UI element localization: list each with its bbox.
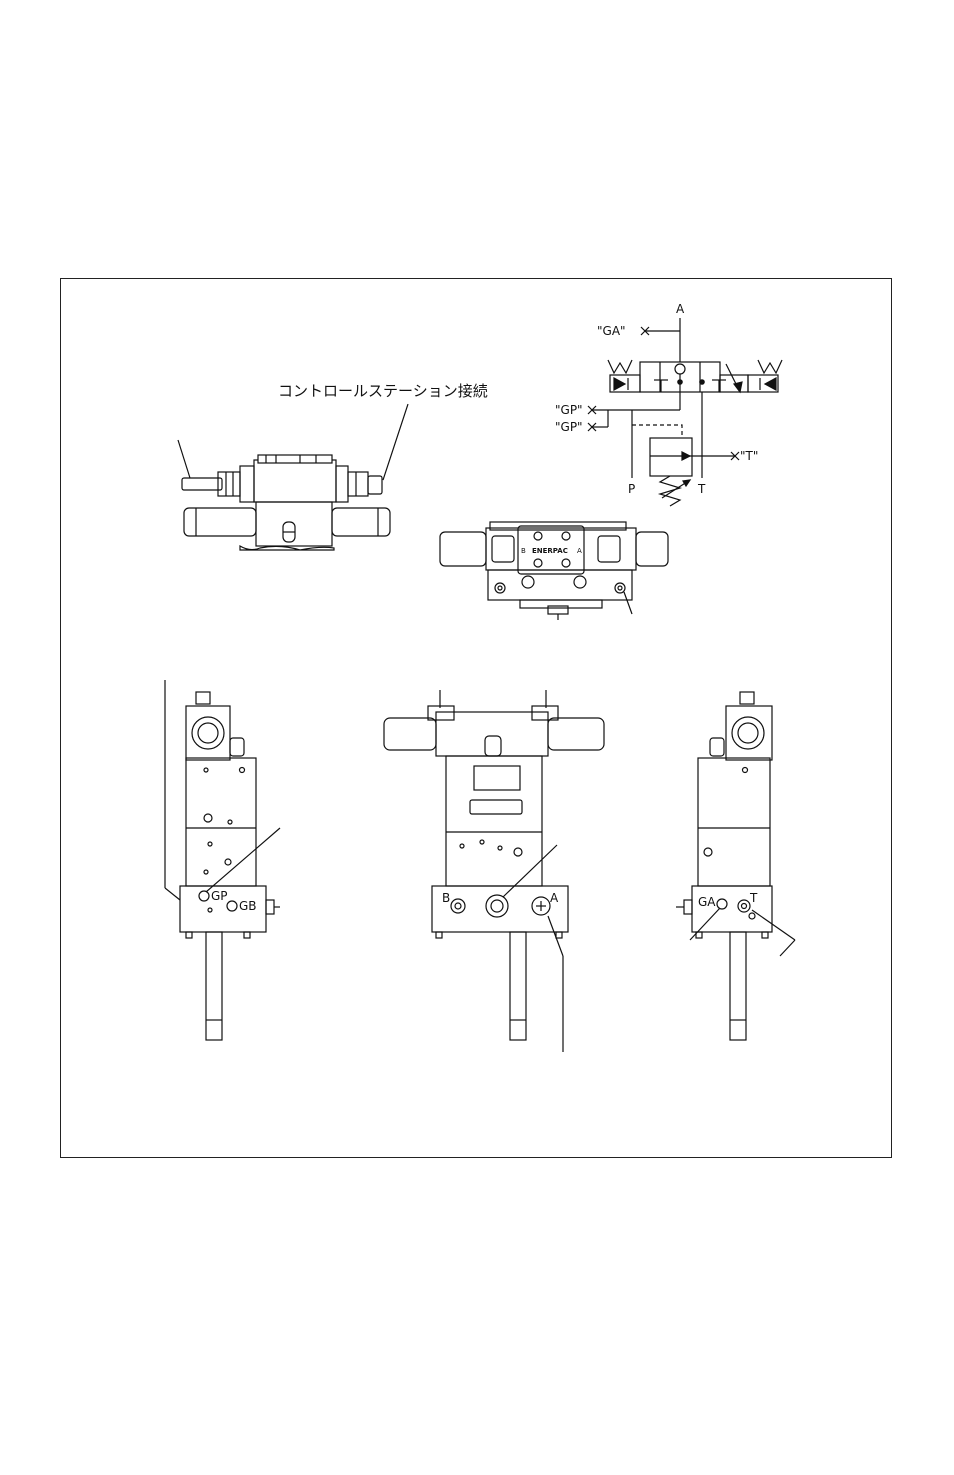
left-view-port-gp: GP: [211, 889, 228, 903]
left-end-view: GP GB: [164, 680, 281, 1041]
schematic-gauge-t-label: "T": [740, 449, 758, 463]
top-view-brand-label: ENERPAC: [532, 547, 568, 555]
schematic-port-a-label: A: [676, 302, 685, 316]
right-view-port-t: T: [749, 891, 758, 905]
top-view-left-mark: B: [521, 547, 526, 555]
right-view-port-ga: GA: [698, 895, 716, 909]
right-end-view: GA T: [676, 691, 796, 1041]
side-view-valve: [177, 439, 391, 551]
schematic-gauge-ga-label: "GA": [597, 324, 626, 338]
front-view-port-a: A: [550, 891, 559, 905]
schematic-gauge-gp-label-2: "GP": [555, 420, 583, 434]
top-view-valve: ENERPAC B A: [439, 521, 669, 620]
figure-frame: [60, 278, 892, 1158]
front-view: B A: [383, 690, 605, 1052]
front-view-port-b: B: [442, 891, 450, 905]
hydraulic-schematic: A "GA": [555, 302, 783, 507]
schematic-port-p-label: P: [628, 482, 635, 496]
top-view-right-mark: A: [577, 547, 582, 555]
schematic-port-t-label: T: [697, 482, 706, 496]
control-station-callout: コントロールステーション接続: [278, 382, 488, 400]
schematic-gauge-gp-label-1: "GP": [555, 403, 583, 417]
left-view-port-gb: GB: [239, 899, 257, 913]
control-station-leader: [382, 403, 409, 481]
